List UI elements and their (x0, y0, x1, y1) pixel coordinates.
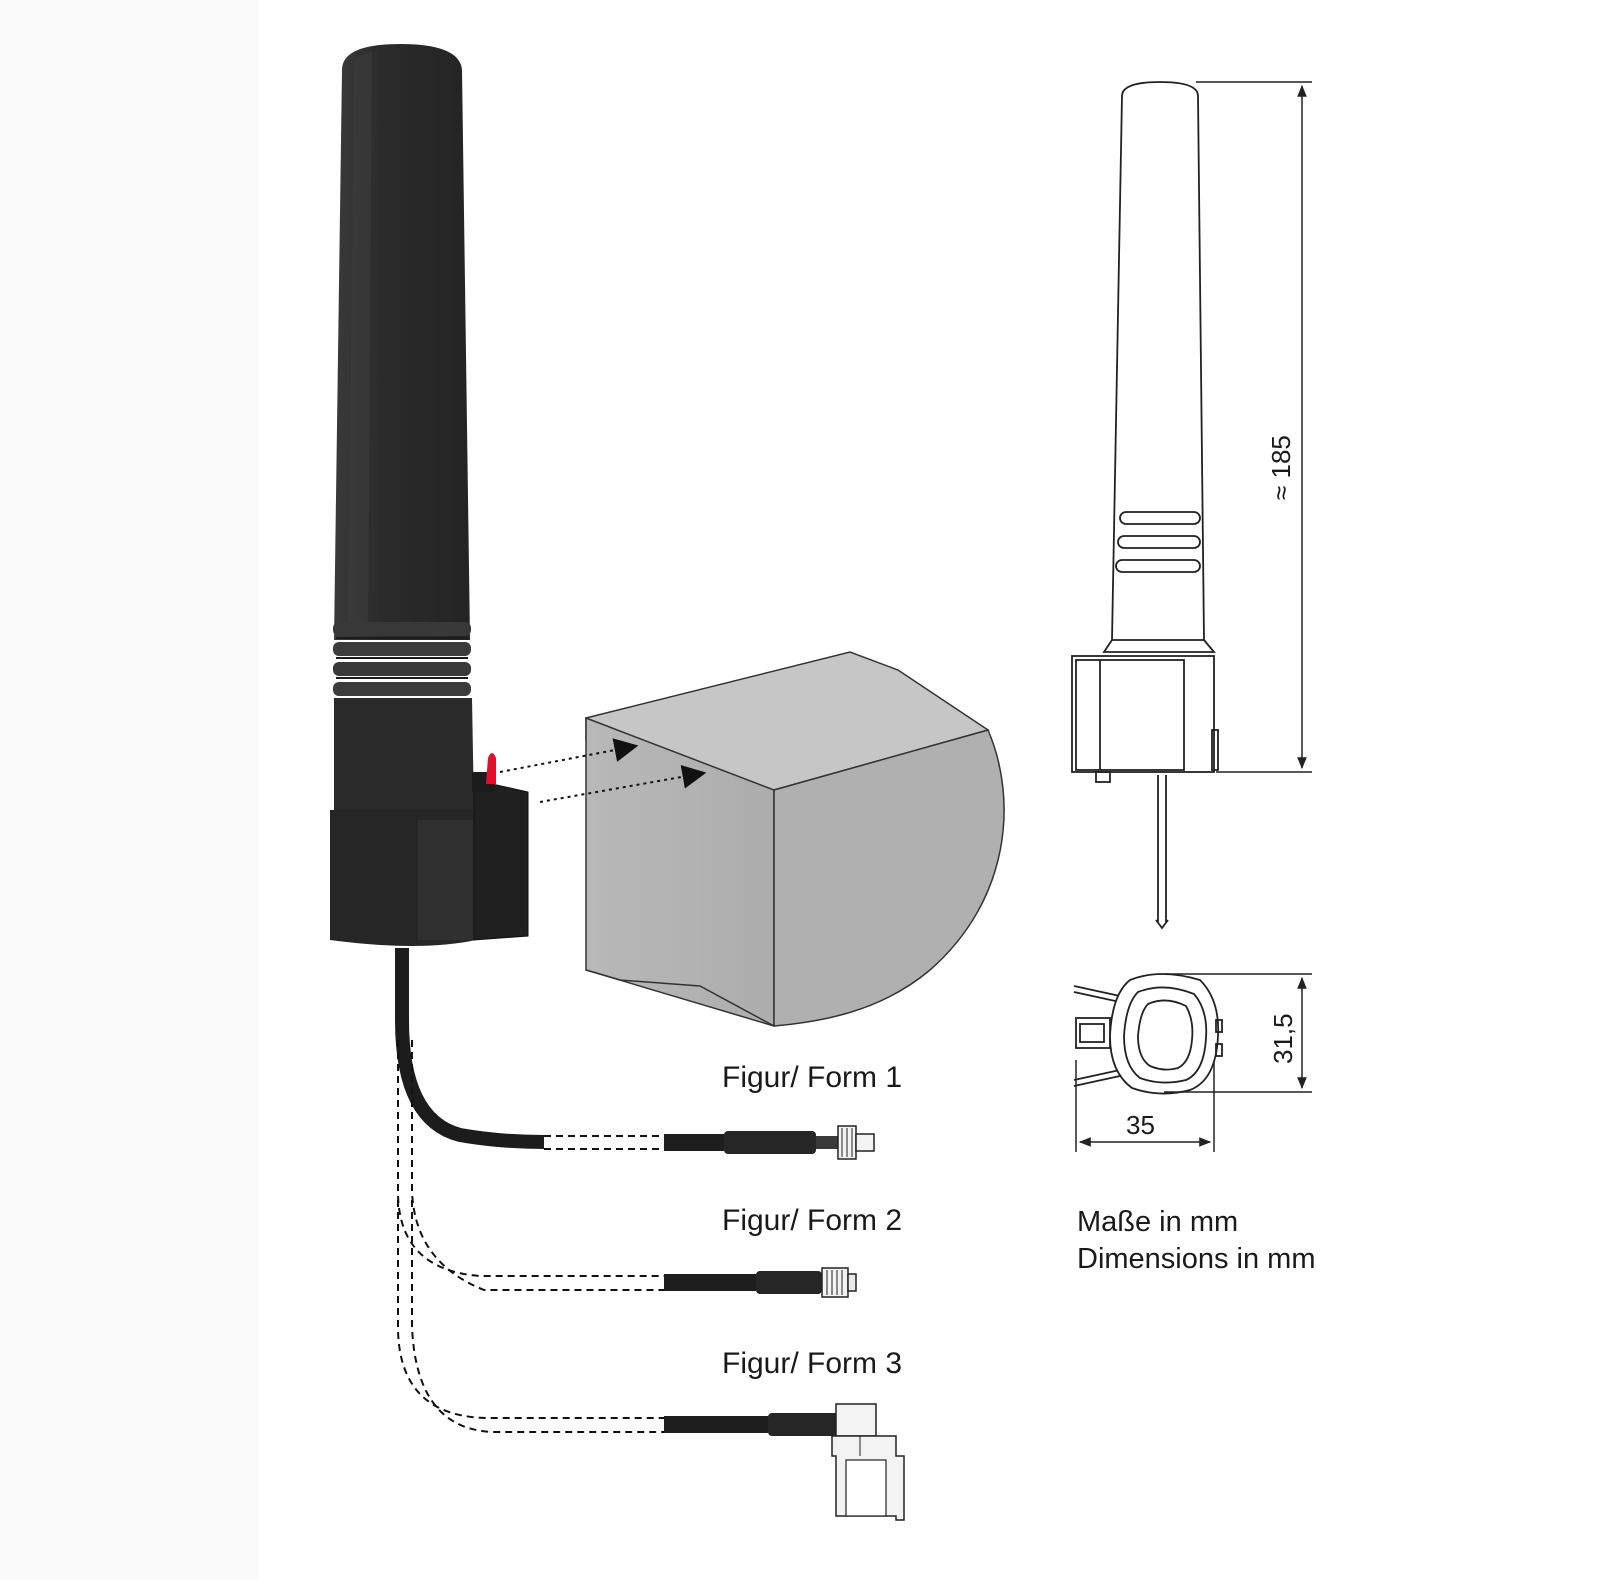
adhesive-tab (486, 753, 496, 784)
antenna-3d-view (330, 44, 545, 1149)
cable-variant-form-1 (544, 1125, 875, 1160)
units-note-en: Dimensions in mm (1077, 1243, 1316, 1275)
page-margin (0, 0, 258, 1580)
form-2-label: Figur/ Form 2 (722, 1204, 902, 1237)
mounting-direction-arrows (499, 738, 707, 803)
cable-variant-form-3 (397, 1200, 905, 1521)
fme-connector (837, 1125, 875, 1160)
cable-variant-form-2 (397, 1040, 857, 1298)
units-note: Maße in mm Dimensions in mm (1077, 1204, 1316, 1278)
units-note-de: Maße in mm (1077, 1206, 1239, 1238)
width-dimension-label: 35 (1126, 1110, 1155, 1140)
width-dimension (1075, 1060, 1215, 1152)
sma-connector (821, 1267, 857, 1298)
form-1-label: Figur/ Form 1 (722, 1061, 902, 1094)
side-view-drawing (1071, 81, 1219, 930)
top-view-drawing (1073, 973, 1223, 1095)
depth-dimension (1164, 973, 1312, 1093)
height-dimension (1196, 81, 1312, 773)
mounting-surface-block (585, 651, 1005, 1028)
depth-dimension-label: 31,5 (1268, 1013, 1298, 1064)
antenna-grooves (333, 622, 471, 696)
form-3-label: Figur/ Form 3 (722, 1347, 902, 1380)
height-dimension-label: ≈ 185 (1266, 435, 1296, 500)
fakra-connector (831, 1403, 905, 1521)
